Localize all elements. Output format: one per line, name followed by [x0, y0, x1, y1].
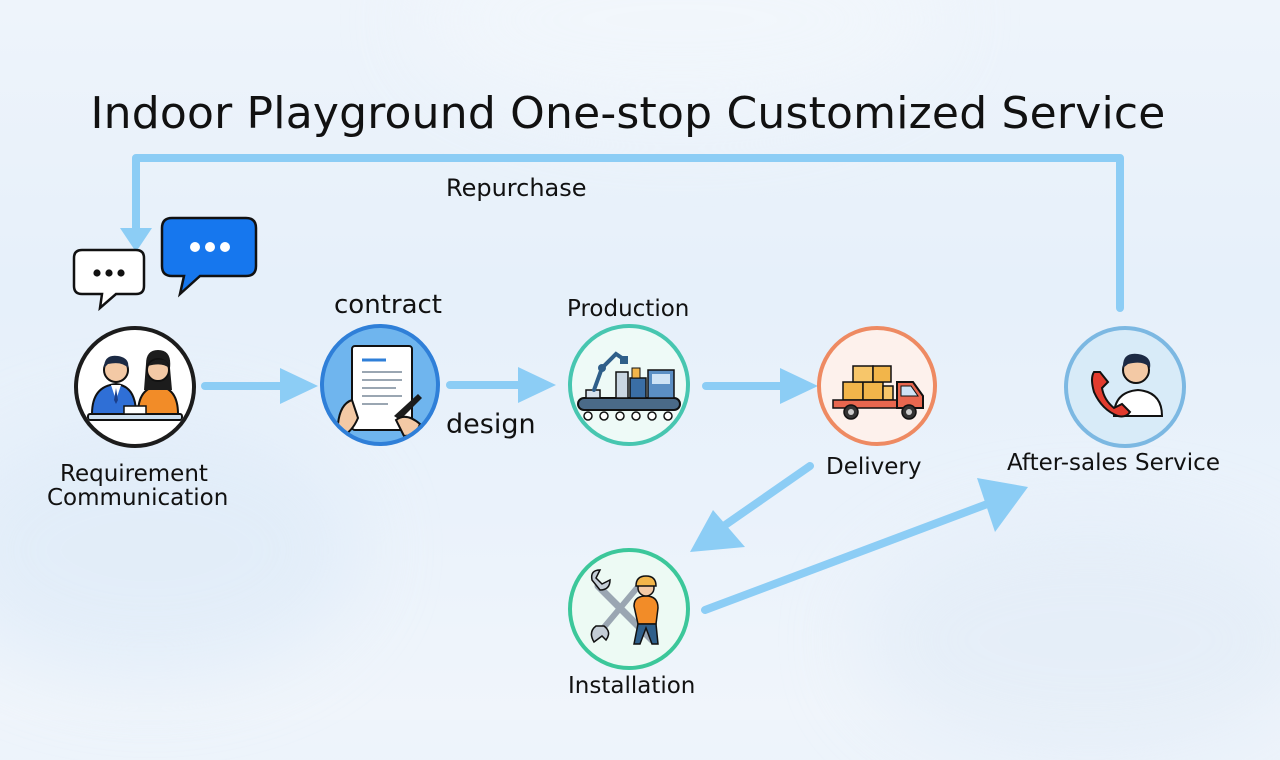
- worker-wrench-icon: [590, 569, 659, 645]
- production-node: [568, 324, 690, 446]
- page-title: Indoor Playground One-stop Customized Se…: [90, 88, 1166, 139]
- customer-service-phone-icon: [1091, 353, 1164, 418]
- design-label: design: [446, 409, 536, 440]
- delivery-node: [817, 326, 937, 446]
- background-glow: [0, 420, 360, 680]
- arrowhead-production: [518, 367, 556, 403]
- requirement-label-line1: Requirement: [60, 461, 208, 487]
- chat-bubble-white-icon: [70, 246, 148, 314]
- arrowhead-delivery: [780, 368, 818, 404]
- arrowhead-after-sales: [977, 478, 1028, 532]
- delivery-label: Delivery: [826, 454, 922, 480]
- production-label: Production: [567, 296, 690, 322]
- after-sales-node: [1064, 326, 1186, 448]
- installation-label: Installation: [568, 673, 696, 699]
- installation-node: [568, 548, 690, 670]
- repurchase-label: Repurchase: [446, 174, 587, 202]
- flow-arrows: [120, 154, 1124, 614]
- arrow-delivery-to-installation: [714, 462, 814, 534]
- factory-robot-arm-icon: [577, 351, 681, 421]
- contract-label: contract: [334, 290, 442, 320]
- two-people-meeting-icon: [87, 350, 183, 421]
- arrowhead-installation: [690, 510, 745, 552]
- requirement-label-line2: Communication: [47, 485, 229, 511]
- requirement-node: [74, 326, 196, 448]
- contract-node: [320, 324, 440, 446]
- chat-bubble-blue-icon: [158, 214, 262, 298]
- delivery-truck-icon: [832, 365, 924, 420]
- repurchase-arrowhead: [120, 228, 152, 252]
- repurchase-loop-line: [132, 154, 1124, 312]
- arrowhead-contract: [280, 368, 318, 404]
- after-sales-label: After-sales Service: [1007, 450, 1220, 476]
- contract-signing-icon: [336, 345, 422, 438]
- arrow-installation-to-after-sales: [701, 499, 994, 614]
